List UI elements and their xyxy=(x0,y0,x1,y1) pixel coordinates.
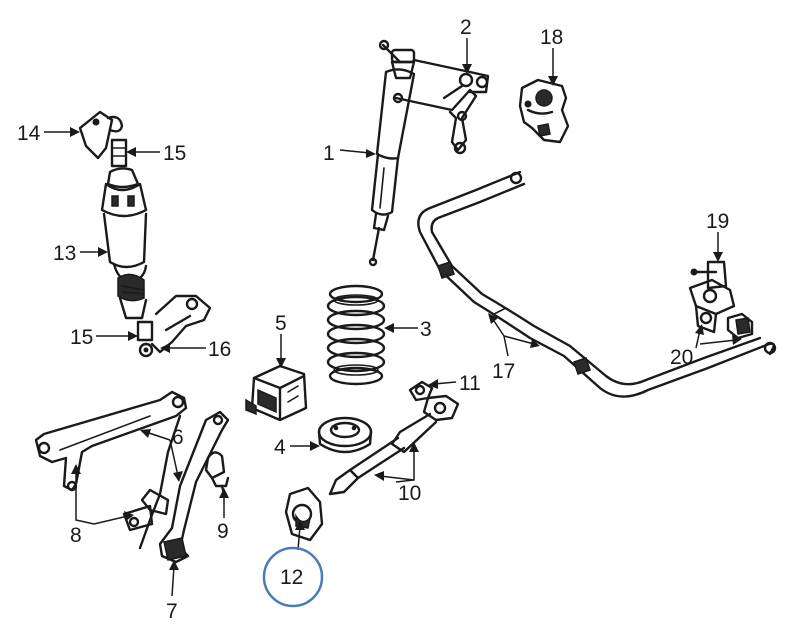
part-2-upper-bracket xyxy=(392,58,490,155)
part-19-stabilizer-link xyxy=(688,260,736,334)
callout-4: 4 xyxy=(274,436,286,459)
part-18-bushing-bracket xyxy=(518,78,570,144)
part-10-strut-rod xyxy=(328,394,460,496)
leader-lines xyxy=(44,38,742,597)
callout-14: 14 xyxy=(17,122,41,145)
callout-8: 8 xyxy=(70,524,82,547)
callout-11: 11 xyxy=(459,372,481,395)
callout-20: 20 xyxy=(670,346,693,369)
part-20-stabilizer-bushings xyxy=(726,312,754,340)
callout-19: 19 xyxy=(706,210,729,233)
part-12-highlight-circle xyxy=(262,546,324,608)
part-16-lower-bracket xyxy=(150,294,212,354)
callout-7: 7 xyxy=(166,600,178,623)
callout-3: 3 xyxy=(420,318,432,341)
callout-5: 5 xyxy=(275,312,287,335)
callout-15-bottom: 15 xyxy=(70,326,93,349)
part-11-rod-end xyxy=(408,380,434,402)
part-14-top-plate xyxy=(78,110,124,160)
part-4-spring-seat xyxy=(317,416,373,454)
part-15-lower-fitting xyxy=(136,320,154,358)
callout-10: 10 xyxy=(398,482,421,505)
callout-15-top: 15 xyxy=(163,142,186,165)
callout-6: 6 xyxy=(172,426,184,449)
part-3-coil-spring xyxy=(326,284,386,386)
callout-13: 13 xyxy=(53,242,76,265)
part-15-upper-fitting xyxy=(110,138,128,168)
callout-18: 18 xyxy=(540,26,563,49)
part-17-stabilizer-bar xyxy=(417,170,777,398)
callout-labels: 1 2 18 14 15 13 15 16 3 5 4 11 10 12 6 8… xyxy=(17,16,729,623)
part-9-link-pin xyxy=(204,451,230,496)
part-1-shock-absorber xyxy=(368,39,416,267)
part-5-bump-stop xyxy=(245,364,308,422)
callout-9: 9 xyxy=(217,520,229,543)
callout-17: 17 xyxy=(492,360,515,383)
part-12-lower-mount xyxy=(284,486,324,542)
callout-12: 12 xyxy=(280,566,303,589)
callout-1: 1 xyxy=(323,142,335,165)
part-13-air-spring xyxy=(100,167,148,320)
callout-16: 16 xyxy=(208,338,231,361)
part-6-control-arm xyxy=(34,390,188,550)
part-7-trailing-arm xyxy=(122,410,230,564)
callout-2: 2 xyxy=(460,16,472,39)
